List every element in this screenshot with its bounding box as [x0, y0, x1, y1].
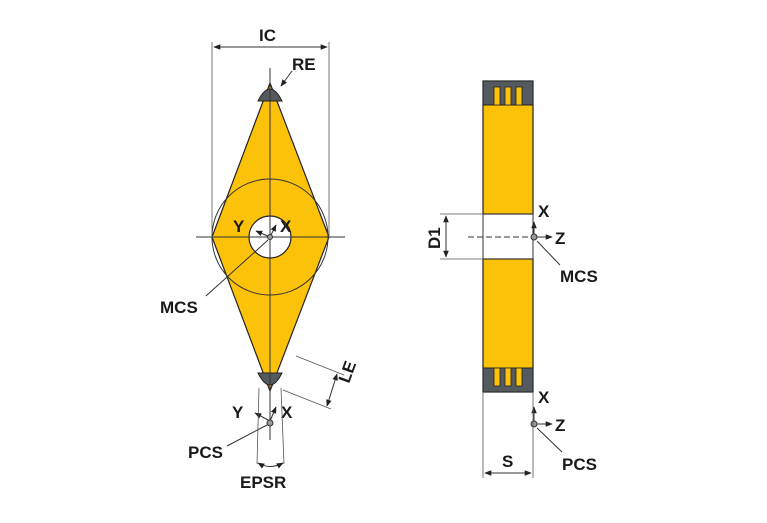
le-dimension-line	[326, 373, 338, 407]
z-pcs-label: Z	[555, 416, 565, 435]
y-center-label: Y	[233, 217, 245, 236]
side-pcs-label: PCS	[562, 455, 597, 474]
side-mcs-origin	[530, 233, 538, 241]
side-pcs-leader	[536, 427, 563, 453]
epsr-edge-left	[256, 387, 260, 465]
x-mcs-label: X	[538, 202, 550, 221]
y-tip-label: Y	[232, 403, 244, 422]
pcs-leader	[226, 424, 268, 447]
front-view: IC RE Y X MCS LE Y X PCS EPSR	[160, 26, 360, 492]
side-mcs-label: MCS	[560, 267, 598, 286]
x-pcs-label: X	[538, 388, 550, 407]
x-center-label: X	[280, 217, 292, 236]
side-top-tip	[482, 80, 534, 106]
ic-label: IC	[259, 26, 276, 45]
pcs-label: PCS	[188, 443, 223, 462]
epsr-arc	[257, 462, 284, 469]
pcs-origin	[266, 419, 274, 427]
re-leader	[280, 70, 293, 87]
side-pcs-origin	[530, 420, 538, 428]
d1-label: D1	[425, 227, 444, 249]
x-tip-label: X	[281, 403, 293, 422]
side-bottom-tip	[482, 367, 534, 393]
le-extension-2	[282, 389, 332, 410]
mcs-label: MCS	[160, 298, 198, 317]
le-label: LE	[335, 358, 360, 385]
mcs-origin	[267, 234, 273, 240]
epsr-edge-right	[280, 387, 285, 465]
s-label: S	[502, 452, 513, 471]
epsr-label: EPSR	[240, 473, 286, 492]
pcs-x-axis	[269, 406, 277, 422]
le-extension-1	[295, 355, 345, 376]
re-label: RE	[292, 55, 316, 74]
side-view: D1 X Z MCS X Z PCS S	[425, 80, 598, 478]
z-mcs-label: Z	[555, 229, 565, 248]
side-mcs-leader	[536, 240, 561, 266]
mcs-leader	[205, 239, 269, 297]
pcs-y-axis	[254, 412, 271, 422]
